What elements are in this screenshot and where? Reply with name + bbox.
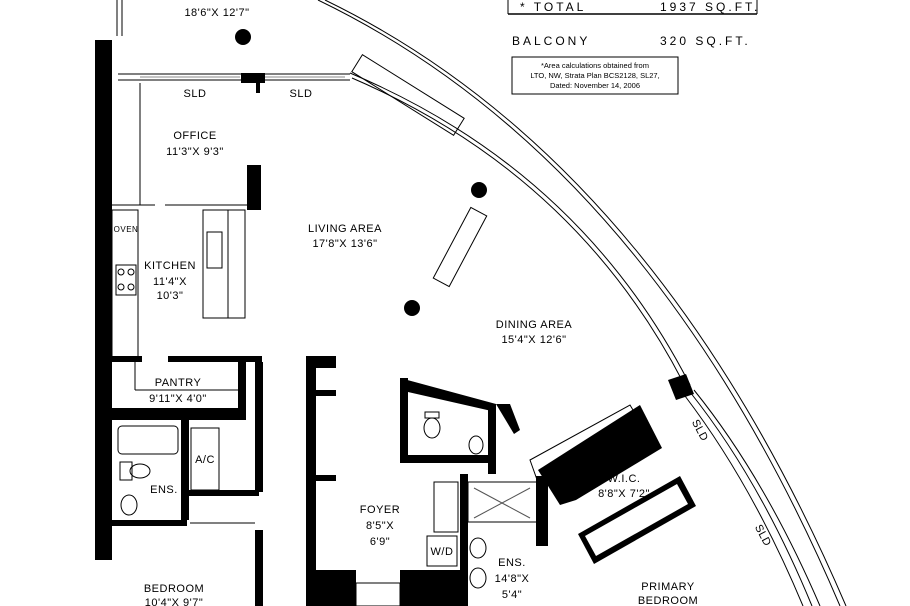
- ensuite-1-label: ENS.: [150, 484, 178, 496]
- bedroom-dims: 10'4"X 9'7": [145, 597, 204, 606]
- living-name: LIVING AREA: [308, 223, 382, 235]
- total-value: 1937 SQ.FT.: [660, 0, 760, 14]
- note-line-2: LTO, NW, Strata Plan BCS2128, SL27,: [530, 71, 659, 80]
- bedroom-name: BEDROOM: [144, 583, 204, 595]
- area-summary: * TOTAL 1937 SQ.FT. BALCONY 320 SQ.FT. *…: [507, 0, 760, 95]
- oven-label: OVEN: [114, 225, 139, 234]
- primary-bedroom-name-2: BEDROOM: [638, 595, 698, 606]
- foyer-dims-1: 8'5"X: [366, 520, 394, 532]
- wic-dims: 8'8"X 7'2": [598, 488, 650, 500]
- dining-name: DINING AREA: [496, 319, 573, 331]
- kitchen-name: KITCHEN: [144, 260, 196, 272]
- foyer-dims-2: 6'9": [370, 536, 390, 548]
- sld-label: SLD: [752, 523, 773, 549]
- balcony-railing: [116, 0, 847, 606]
- wd-label: W/D: [431, 546, 454, 558]
- note-line-1: *Area calculations obtained from: [541, 61, 649, 70]
- balcony-area-label: BALCONY: [512, 34, 590, 48]
- pantry-name: PANTRY: [155, 377, 202, 389]
- balcony-area-value: 320 SQ.FT.: [660, 34, 751, 48]
- wic-name: W.I.C.: [608, 473, 641, 485]
- kitchen-dims-2: 10'3": [157, 290, 184, 302]
- balcony-dims: 18'6"X 12'7": [184, 7, 249, 19]
- total-label: * TOTAL: [520, 0, 586, 14]
- sld-label: SLD: [689, 418, 710, 444]
- kitchen-dims-1: 11'4"X: [153, 276, 187, 288]
- living-dims: 17'8"X 13'6": [312, 238, 377, 250]
- column: [471, 182, 487, 198]
- sld-label: SLD: [184, 88, 207, 100]
- primary-bedroom-name-1: PRIMARY: [641, 581, 695, 593]
- pantry-dims: 9'11"X 4'0": [149, 393, 207, 405]
- foyer-name: FOYER: [360, 504, 400, 516]
- office-dims: 11'3"X 9'3": [166, 146, 224, 158]
- column: [404, 300, 420, 316]
- sld-label: SLD: [290, 88, 313, 100]
- column: [235, 29, 251, 45]
- office-name: OFFICE: [173, 130, 216, 142]
- note-line-3: Dated: November 14, 2006: [550, 81, 640, 90]
- ensuite-2-dims-2: 5'4": [502, 589, 522, 601]
- dining-dims: 15'4"X 12'6": [501, 334, 566, 346]
- window-wall: [118, 29, 821, 606]
- ensuite-2-name: ENS.: [498, 557, 526, 569]
- ac-label: A/C: [195, 454, 215, 466]
- ensuite-2-dims-1: 14'8"X: [495, 573, 530, 585]
